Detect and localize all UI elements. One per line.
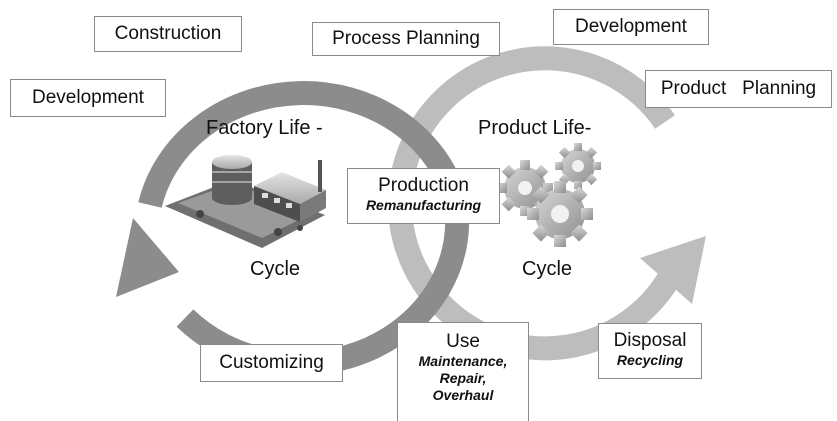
- stage-disposal-label: Disposal: [613, 330, 687, 351]
- factory-cycle-label: Cycle: [250, 258, 301, 280]
- stage-use-sub-3: Overhaul: [432, 387, 494, 403]
- stage-use: Use Maintenance, Repair, Overhaul: [397, 322, 529, 421]
- stage-process-planning: Process Planning: [312, 22, 500, 56]
- stage-factory-development: Development: [10, 79, 166, 117]
- stage-use-sub-2: Repair,: [439, 370, 487, 386]
- stage-production: Production Remanufacturing: [347, 168, 500, 224]
- stage-use-label: Use: [446, 331, 480, 352]
- stage-customizing: Customizing: [200, 344, 343, 382]
- factory-cycle-arrowhead: [116, 218, 179, 297]
- factory-cycle-title: Factory Life -: [206, 117, 323, 139]
- stage-disposal-sub: Recycling: [616, 352, 684, 368]
- product-cycle-title: Product Life-: [478, 117, 592, 139]
- stage-use-sub-1: Maintenance,: [418, 353, 508, 369]
- product-cycle-arrowhead: [640, 236, 706, 304]
- stage-disposal: Disposal Recycling: [598, 323, 702, 379]
- stage-product-planning: Product Planning: [645, 70, 832, 108]
- stage-production-sub: Remanufacturing: [365, 197, 482, 213]
- gears-icon: [497, 143, 601, 247]
- product-cycle-label: Cycle: [522, 258, 573, 280]
- stage-product-development: Development: [553, 9, 709, 45]
- stage-construction: Construction: [94, 16, 242, 52]
- stage-production-label: Production: [378, 175, 469, 196]
- factory-icon: [165, 155, 326, 248]
